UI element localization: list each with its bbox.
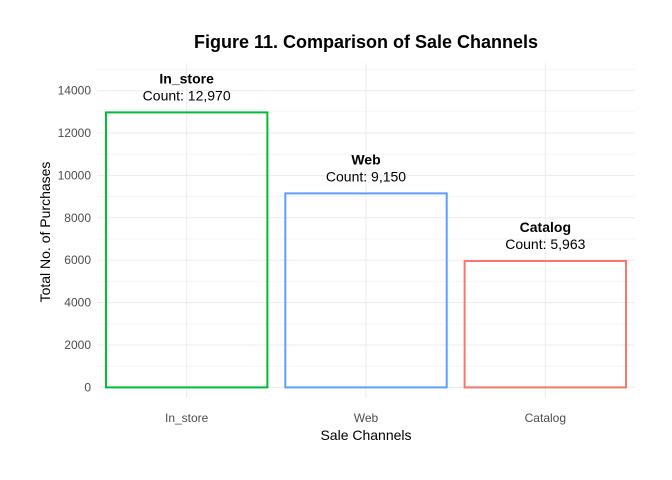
chart-title: Figure 11. Comparison of Sale Channels [194, 32, 538, 52]
x-axis-ticks: In_store Web Catalog [165, 411, 566, 425]
bar-catalog [463, 259, 628, 389]
bar-name-label: Web [351, 151, 380, 167]
bar-in-store [104, 111, 269, 389]
bars [104, 111, 628, 389]
bar-count-label: Count: 9,150 [326, 168, 406, 184]
bar-web [284, 192, 448, 389]
x-tick-label: Catalog [525, 411, 566, 425]
bar-count-label: Count: 12,970 [143, 87, 231, 103]
y-tick-label: 12000 [58, 126, 92, 140]
y-tick-label: 6000 [64, 253, 91, 267]
x-tick-label: In_store [165, 411, 209, 425]
y-axis-ticks: 0 2000 4000 6000 8000 10000 12000 14000 [58, 84, 92, 395]
y-tick-label: 10000 [58, 168, 92, 182]
x-tick-label: Web [354, 411, 379, 425]
bar-name-label: In_store [159, 70, 214, 86]
x-axis-title: Sale Channels [320, 427, 411, 443]
bar-count-label: Count: 5,963 [505, 236, 585, 252]
y-tick-label: 8000 [64, 211, 91, 225]
y-tick-label: 14000 [58, 84, 92, 98]
y-axis-title: Total No. of Purchases [37, 162, 53, 303]
bar-name-label: Catalog [520, 219, 571, 235]
y-tick-label: 2000 [64, 338, 91, 352]
y-tick-label: 0 [84, 380, 91, 394]
y-tick-label: 4000 [64, 296, 91, 310]
